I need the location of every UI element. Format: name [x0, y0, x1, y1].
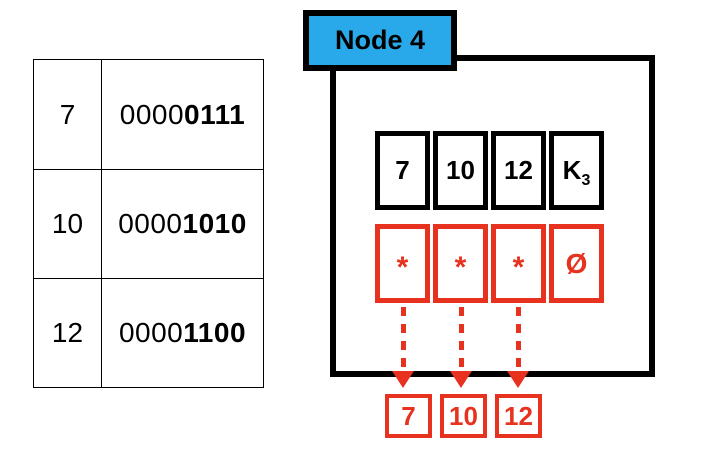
table-key-cell: 7 [34, 60, 102, 169]
arrow-head-icon [507, 371, 529, 388]
key-slot: 10 [433, 131, 488, 210]
pointer-star: * [454, 250, 467, 284]
pointer-slot: * [433, 224, 488, 303]
binary-value: 00001010 [118, 208, 247, 239]
table-binary-cell: 00001100 [102, 278, 263, 387]
key-count-slot: K3 [549, 131, 604, 210]
binary-table: 7 00000111 10 00001010 12 00001100 [33, 59, 264, 388]
pointer-arrow [450, 307, 472, 388]
key-slot: 12 [491, 131, 546, 210]
child-value-box: 7 [385, 394, 432, 438]
key-slot: 7 [375, 131, 430, 210]
key-count-subscript: 3 [581, 172, 591, 190]
table-key-cell: 12 [34, 278, 102, 387]
pointer-star: * [396, 250, 409, 284]
table-key-cell: 10 [34, 169, 102, 278]
pointer-star: * [512, 250, 525, 284]
binary-value: 00001100 [118, 317, 247, 348]
key-count-label: K3 [562, 155, 591, 190]
node-box [330, 55, 655, 377]
pointer-slot: * [491, 224, 546, 303]
children-row: 7 10 12 [385, 394, 542, 438]
arrow-dashed-line [515, 307, 521, 371]
pointer-slot: * [375, 224, 430, 303]
binary-value: 00000111 [119, 98, 246, 130]
pointers-row: * * * Ø [375, 224, 604, 303]
node-title: Node 4 [334, 25, 426, 55]
null-symbol: Ø [565, 247, 588, 279]
child-value-box: 10 [440, 394, 487, 438]
arrow-dashed-line [400, 307, 406, 371]
null-pointer-slot: Ø [549, 224, 604, 303]
arrow-head-icon [392, 371, 414, 388]
arrow-dashed-line [458, 307, 464, 371]
arrow-head-icon [450, 371, 472, 388]
table-binary-cell: 00001010 [102, 169, 263, 278]
table-binary-cell: 00000111 [102, 60, 263, 169]
node-title-tab: Node 4 [303, 10, 457, 71]
child-value-box: 12 [495, 394, 542, 438]
keys-row: 7 10 12 K3 [375, 131, 604, 210]
pointer-arrow [507, 307, 529, 388]
pointer-arrow [392, 307, 414, 388]
